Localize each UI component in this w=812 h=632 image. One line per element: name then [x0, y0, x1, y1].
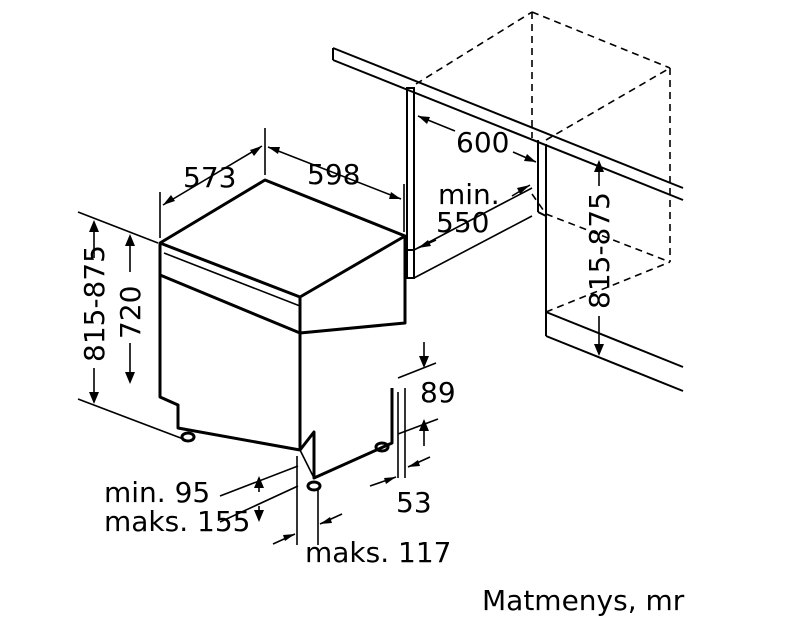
- foot-front-right: [306, 480, 322, 492]
- foot-front-left: [180, 431, 196, 443]
- plinth-min-label: min. 95: [104, 476, 210, 509]
- niche-depth-min-label: min.: [438, 178, 500, 211]
- foot-max-label: maks. 117: [305, 536, 451, 569]
- plinth-height-label: 89: [420, 376, 456, 409]
- width-label: 598: [307, 158, 360, 191]
- height-body-label: 720: [114, 286, 147, 339]
- niche-width-label: 600: [456, 126, 509, 159]
- dimension-lines: [77, 115, 604, 545]
- plinth-max-label: maks. 155: [104, 505, 250, 538]
- dimension-labels: 573 598 815-875 720 600 min. 550 815-875…: [78, 126, 616, 569]
- niche-depth-value-label: 550: [436, 206, 489, 239]
- foot-rear-right: [374, 441, 390, 453]
- caption: Matmenys, mr: [482, 584, 685, 617]
- height-range-right-label: 815-875: [583, 192, 616, 309]
- dishwasher-body: [158, 178, 407, 492]
- foot-offset-label: 53: [396, 486, 432, 519]
- depth-label: 573: [183, 161, 236, 194]
- niche-cabinet: [332, 11, 684, 392]
- height-range-left-label: 815-875: [78, 245, 111, 362]
